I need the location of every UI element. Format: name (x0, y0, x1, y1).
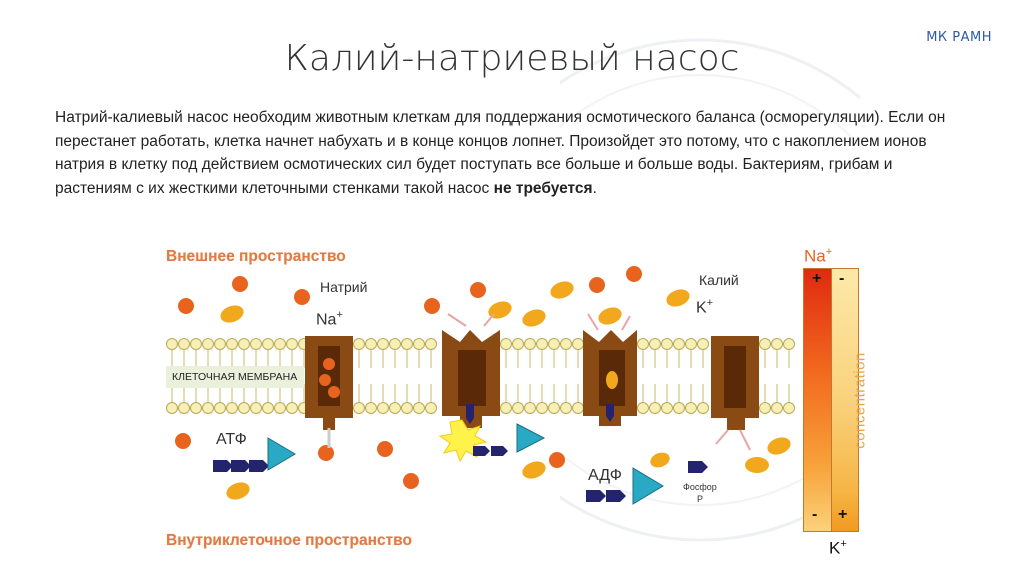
k-minus-sign: - (839, 270, 844, 288)
k-bottom-label: K+ (829, 538, 847, 559)
outer-space-label: Внешнее пространство (166, 248, 346, 266)
pump-1 (305, 336, 353, 430)
potassium-word: Калий (699, 272, 739, 288)
sodium-symbol: Na+ (316, 309, 343, 329)
sodium-word: Натрий (320, 279, 367, 295)
pump-4 (711, 336, 759, 430)
potassium-symbol: K+ (696, 297, 713, 317)
membrane-label: КЛЕТОЧНАЯ МЕМБРАНА (166, 366, 304, 388)
inner-space-label: Внутриклеточное пространство (166, 532, 412, 550)
sodium-gradient-bar (803, 268, 833, 532)
na-top-label: Na+ (804, 246, 832, 267)
na-plus-sign: + (812, 270, 821, 288)
concentration-label: concentration (852, 341, 869, 461)
adp-label: АДФ (588, 467, 622, 485)
phosphate (688, 461, 708, 473)
pump-3 (583, 330, 637, 426)
atp-bound (473, 424, 544, 456)
atp-label: АТФ (216, 431, 247, 449)
phosphor-label: Фосфор (683, 482, 717, 492)
k-plus-sign: + (838, 506, 847, 524)
na-minus-sign: - (812, 506, 817, 524)
phosphor-symbol: P (697, 494, 703, 504)
pump-2 (442, 330, 500, 428)
